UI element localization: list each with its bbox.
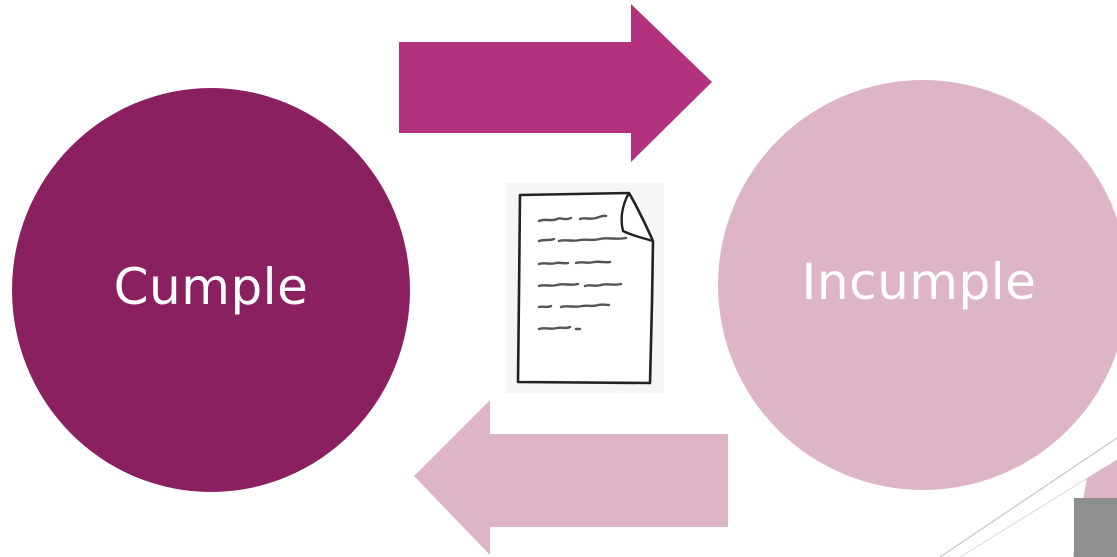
cumple-label: Cumple (113, 258, 309, 316)
cumple-node: Cumple (12, 88, 410, 492)
arrow-forward (399, 4, 712, 162)
incumple-node: Incumple (718, 80, 1117, 490)
arrow-back (414, 400, 728, 555)
incumple-label: Incumple (801, 253, 1037, 311)
corner-decoration (940, 437, 1117, 557)
document-icon (506, 183, 664, 393)
